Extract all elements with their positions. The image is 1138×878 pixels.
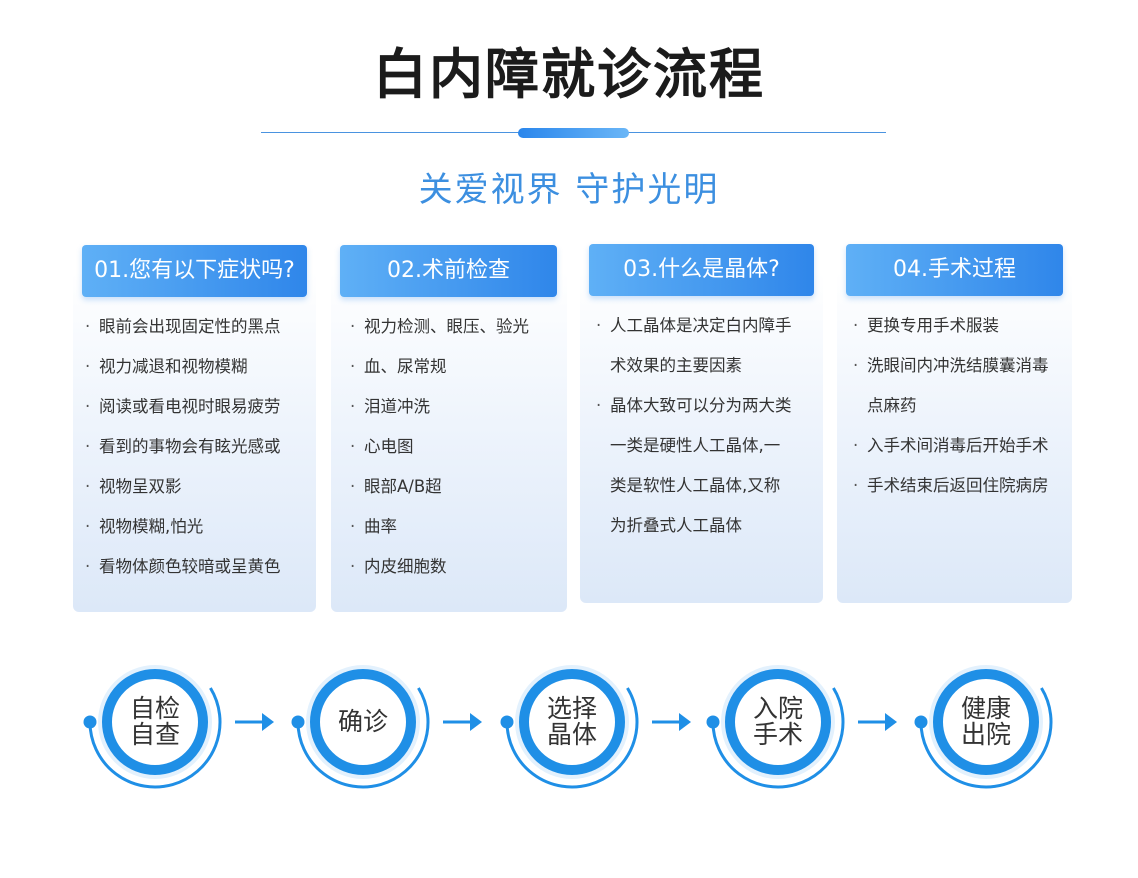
list-item: 视物模糊,怕光 — [85, 507, 310, 547]
step-start-dot — [914, 715, 928, 729]
step-label: 确诊 — [313, 709, 413, 735]
list-item: 更换专用手术服装 — [853, 306, 1068, 346]
step-outer-arc — [296, 687, 430, 789]
step-ring — [310, 669, 416, 775]
step-start-dot — [291, 715, 305, 729]
step-label-line: 自检 — [129, 694, 180, 723]
step-label-line: 确诊 — [337, 707, 388, 736]
step-outer-arc — [88, 687, 222, 789]
card-lens-info-list: 人工晶体是决定白内障手 术效果的主要因素 晶体大致可以分为两大类 一类是硬性人工… — [596, 306, 818, 546]
list-item-continuation: 视物呈双影 — [85, 467, 310, 507]
step-label-line: 晶体 — [546, 720, 597, 749]
card-symptoms-list: 眼前会出现固定性的黑点 视力减退和视物模糊 阅读或看电视时眼易疲劳 看到的事物会… — [85, 307, 310, 587]
list-item: 心电图 — [350, 427, 560, 467]
step-outer-arc — [919, 687, 1053, 789]
list-item: 眼部A/B超 — [350, 467, 560, 507]
list-item: 视力减退和视物模糊 — [85, 347, 310, 387]
step-ring — [102, 669, 208, 775]
step-label: 健康出院 — [936, 696, 1036, 748]
list-item: 阅读或看电视时眼易疲劳 — [85, 387, 310, 427]
step-outer-arc — [711, 687, 845, 789]
card-lens-info-heading: 03.什么是晶体? — [589, 244, 814, 296]
title-divider-accent — [518, 128, 629, 138]
list-item-continuation: 术效果的主要因素 — [610, 356, 742, 375]
arrow-right-icon — [885, 713, 897, 731]
card-surgery-process-heading: 04.手术过程 — [846, 244, 1063, 296]
step-label-line: 出院 — [960, 720, 1011, 749]
step-label: 选择晶体 — [522, 696, 622, 748]
list-item: 曲率 — [350, 507, 560, 547]
step-label-line: 选择 — [546, 694, 597, 723]
step-label-line: 入院 — [752, 694, 803, 723]
list-item: 看到的事物会有眩光感或 — [85, 427, 310, 467]
list-item-continuation: 类是软性人工晶体,又称 — [610, 476, 781, 495]
card-surgery-process-list: 更换专用手术服装 洗眼间内冲洗结膜囊消毒 点麻药 入手术间消毒后开始手术 手术结… — [853, 306, 1068, 506]
card-preop-exams-heading: 02.术前检查 — [340, 245, 557, 297]
step-label-line: 自查 — [129, 720, 180, 749]
list-item: 入手术间消毒后开始手术 — [853, 426, 1068, 466]
step-start-dot — [706, 715, 720, 729]
step-ring — [725, 669, 831, 775]
step-start-dot — [500, 715, 514, 729]
step-start-dot — [83, 715, 97, 729]
list-item: 眼前会出现固定性的黑点 — [85, 307, 310, 347]
card-preop-exams-list: 视力检测、眼压、验光 血、尿常规 泪道冲洗 心电图 眼部A/B超 曲率 内皮细胞… — [350, 307, 560, 587]
list-item: 泪道冲洗 — [350, 387, 560, 427]
list-item-continuation-text: 视物呈双影 — [99, 477, 182, 496]
list-item: 洗眼间内冲洗结膜囊消毒 — [853, 346, 1068, 386]
list-item: 看物体颜色较暗或呈黄色 — [85, 547, 310, 587]
step-label-line: 健康 — [960, 694, 1011, 723]
arrow-right-icon — [470, 713, 482, 731]
list-item: 手术结束后返回住院病房 — [853, 466, 1068, 506]
step-ring — [519, 669, 625, 775]
process-flow-diagram — [83, 665, 1053, 789]
step-outer-arc — [505, 687, 639, 789]
list-item: 内皮细胞数 — [350, 547, 560, 587]
list-item: 血、尿常规 — [350, 347, 560, 387]
list-item-continuation: 点麻药 — [867, 396, 917, 415]
list-item: 人工晶体是决定白内障手 — [596, 306, 818, 346]
step-label: 入院手术 — [728, 696, 828, 748]
list-item: 视力检测、眼压、验光 — [350, 307, 560, 347]
list-item: 晶体大致可以分为两大类 — [596, 386, 818, 426]
page-title: 白内障就诊流程 — [373, 42, 765, 106]
card-symptoms-heading: 01.您有以下症状吗? — [82, 245, 307, 297]
arrow-right-icon — [262, 713, 274, 731]
step-label-line: 手术 — [752, 720, 803, 749]
list-item-continuation: 为折叠式人工晶体 — [610, 516, 742, 535]
arrow-right-icon — [679, 713, 691, 731]
page-subtitle: 关爱视界 守护光明 — [418, 170, 720, 210]
list-item-continuation: 一类是硬性人工晶体,一 — [610, 436, 781, 455]
step-ring — [933, 669, 1039, 775]
step-label: 自检自查 — [105, 696, 205, 748]
